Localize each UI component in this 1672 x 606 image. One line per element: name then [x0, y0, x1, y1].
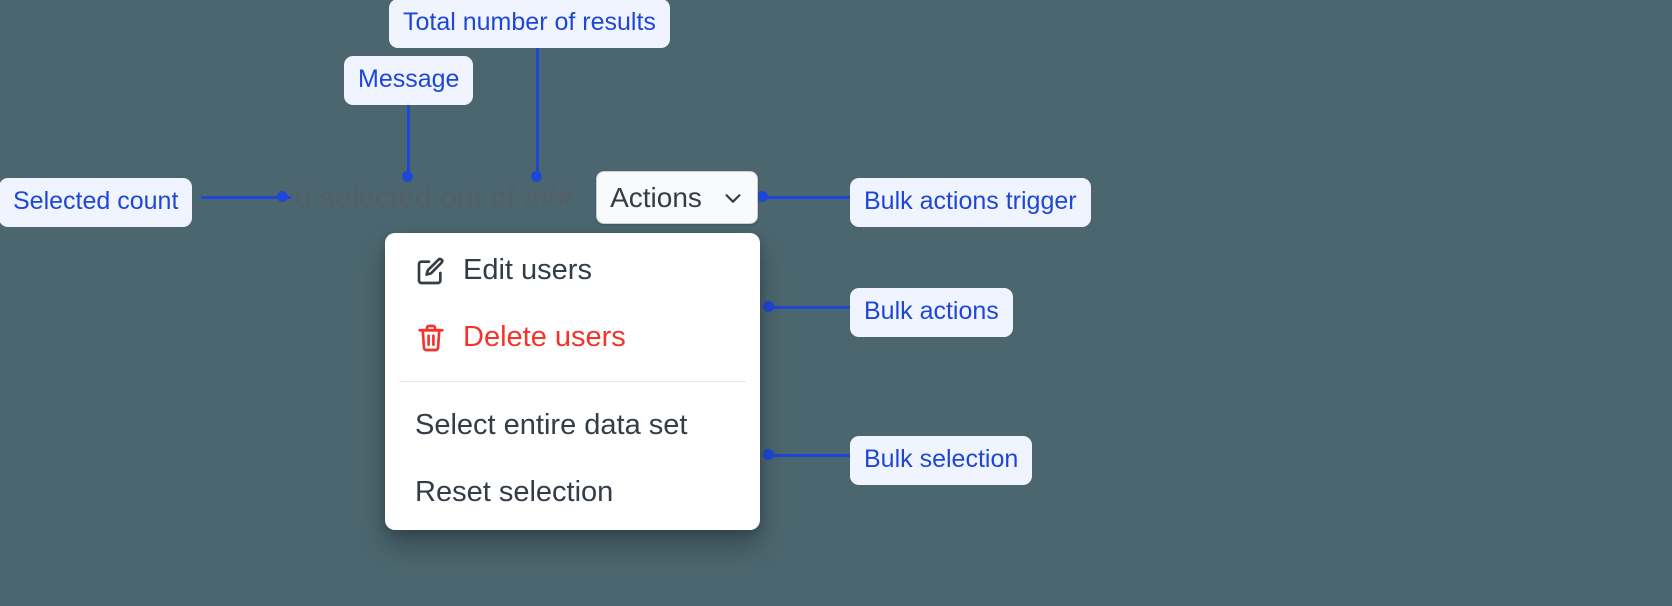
annotation-total-results: Total number of results: [389, 0, 670, 48]
trash-icon: [415, 322, 463, 354]
menu-item-label: Select entire data set: [415, 409, 688, 441]
annotation-bulk-actions-trigger: Bulk actions trigger: [850, 178, 1091, 227]
menu-item-edit-users[interactable]: Edit users: [385, 237, 760, 304]
connector-line-message: [407, 92, 410, 178]
annotation-message: Message: [344, 56, 474, 105]
selected-count-message: 6 selected out of ###: [295, 181, 574, 214]
bulk-actions-menu: Edit users Delete users Select entire da…: [385, 233, 760, 530]
connector-line-bulk-selection: [768, 454, 854, 457]
annotation-bulk-selection: Bulk selection: [850, 436, 1033, 485]
connector-dot-bulk-selection: [763, 449, 774, 460]
menu-item-label: Edit users: [463, 254, 592, 286]
annotation-selected-count: Selected count: [0, 178, 193, 227]
connector-line-bulk-actions-trigger: [762, 196, 852, 199]
menu-item-label: Reset selection: [415, 476, 614, 508]
chevron-down-icon: [722, 187, 744, 209]
connector-dot-bulk-actions: [763, 301, 774, 312]
edit-icon: [415, 255, 463, 287]
menu-item-reset-selection[interactable]: Reset selection: [385, 459, 760, 526]
connector-line-selected-count: [201, 196, 291, 199]
connector-dot-bulk-actions-trigger: [757, 191, 768, 202]
connector-line-bulk-actions: [768, 306, 854, 309]
bulk-actions-trigger-button[interactable]: Actions: [596, 171, 758, 224]
connector-dot-selected-count: [277, 191, 288, 202]
connector-line-total-results: [536, 38, 539, 178]
menu-item-label: Delete users: [463, 321, 626, 353]
menu-item-delete-users[interactable]: Delete users: [385, 304, 760, 371]
bulk-actions-trigger-label: Actions: [610, 181, 702, 213]
menu-item-select-entire-data-set[interactable]: Select entire data set: [385, 392, 760, 459]
annotation-bulk-actions: Bulk actions: [850, 288, 1013, 337]
connector-dot-message: [402, 171, 413, 182]
connector-dot-total-results: [531, 171, 542, 182]
menu-divider: [399, 381, 746, 382]
